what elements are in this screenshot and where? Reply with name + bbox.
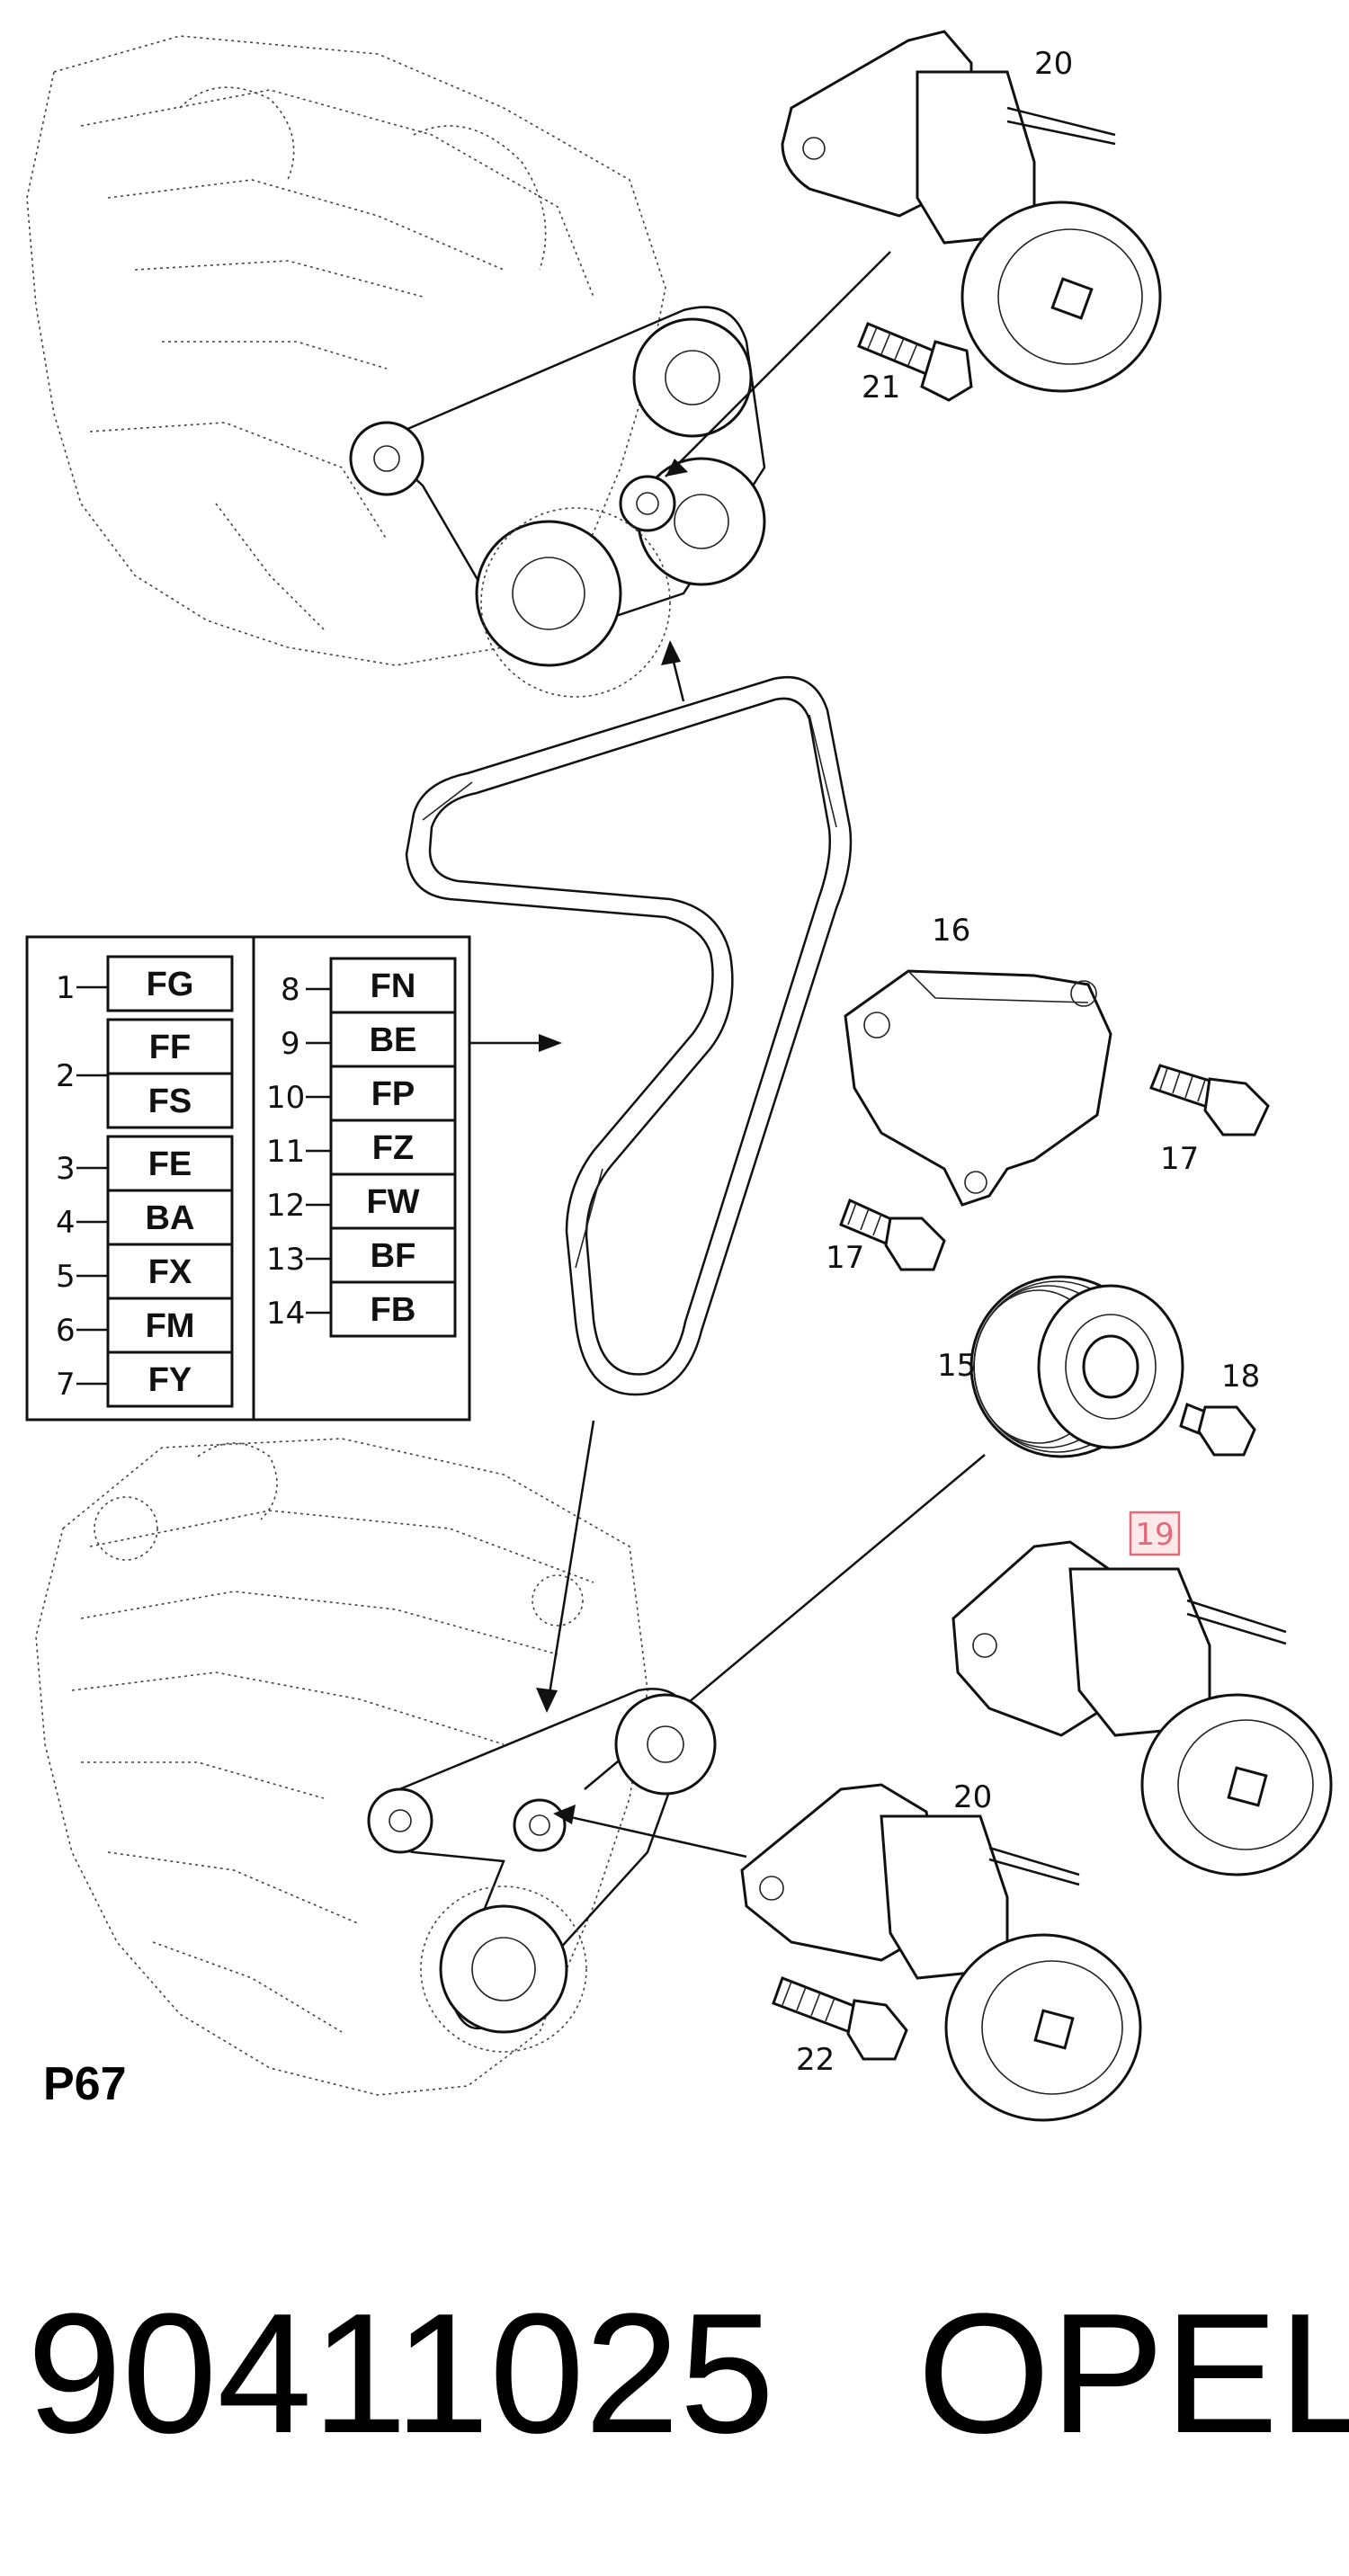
legend-cell-1 <box>106 955 234 1012</box>
pulley-bolt <box>1179 1402 1256 1457</box>
brand-name: OPEL <box>917 2278 1349 2469</box>
legend-cell-8 <box>329 957 457 1014</box>
bottom-leader-line <box>566 1814 747 1858</box>
legend-code-FN: FN <box>371 967 416 1005</box>
top-bolt <box>857 322 973 402</box>
legend-to-belt-arrowhead <box>539 1034 562 1052</box>
legend-num-3: 3 <box>56 1151 76 1187</box>
serpentine-belt <box>405 675 853 1396</box>
callout-bottom-bolt: 22 <box>796 2042 835 2078</box>
legend-cell-4 <box>106 1189 234 1246</box>
top-leader-arrowhead <box>666 459 688 477</box>
legend-cell-7 <box>106 1350 234 1408</box>
legend-cell-3 <box>106 1135 234 1192</box>
legend-cell-11 <box>329 1119 457 1176</box>
legend-cell-10 <box>329 1065 457 1122</box>
bottom-tensioner <box>740 1783 1142 2122</box>
callout-bracket-bolt-right: 17 <box>1160 1141 1199 1177</box>
legend-code-BE: BE <box>370 1021 417 1059</box>
legend-num-11: 11 <box>266 1134 305 1170</box>
top-engine-illustration <box>26 35 766 698</box>
belt-down-arrowhead <box>536 1688 558 1713</box>
legend-right-column: 8 FN 9 BE 10 FP 11 FZ 12 FW 13 BF 14 <box>266 957 457 1338</box>
legend-num-7: 7 <box>56 1367 76 1403</box>
callout-highlighted-tensioner: 19 <box>1135 1517 1174 1553</box>
callout-top-tensioner: 20 <box>1034 46 1073 82</box>
legend-num-1: 1 <box>56 970 76 1006</box>
legend-num-13: 13 <box>266 1242 305 1278</box>
callout-pulley: 15 <box>937 1348 976 1384</box>
callout-bracket-bolt-left: 17 <box>826 1240 864 1276</box>
legend-cell-14 <box>329 1280 457 1338</box>
legend-code-FP: FP <box>371 1075 415 1113</box>
belt-up-arrowhead <box>661 640 681 665</box>
legend-code-FY: FY <box>148 1361 192 1399</box>
callout-bracket: 16 <box>932 913 970 949</box>
legend-num-9: 9 <box>281 1026 300 1062</box>
legend-num-4: 4 <box>56 1205 76 1241</box>
variant-legend-table: 1 FG 2 FF FS 3 FE 4 BA 5 FX 6 <box>25 935 471 1422</box>
callout-top-bolt: 21 <box>862 370 900 406</box>
legend-num-2: 2 <box>56 1058 76 1094</box>
legend-num-14: 14 <box>266 1296 305 1332</box>
belt-down-arrow <box>547 1420 595 1700</box>
top-tensioner <box>781 30 1162 393</box>
legend-code-FX: FX <box>148 1253 192 1291</box>
legend-num-12: 12 <box>266 1188 305 1224</box>
top-leader-line <box>665 251 891 477</box>
idler-pulley <box>969 1275 1184 1458</box>
callout-bottom-tensioner: 20 <box>953 1779 992 1815</box>
legend-cell-2a <box>106 1018 234 1075</box>
legend-left-column: 1 FG 2 FF FS 3 FE 4 BA 5 FX 6 <box>56 955 234 1408</box>
bottom-leader-arrowhead <box>553 1805 576 1824</box>
legend-cell-2b <box>106 1072 234 1129</box>
legend-code-FG: FG <box>147 966 194 1003</box>
legend-num-5: 5 <box>56 1259 76 1295</box>
page-label: P67 <box>43 2058 127 2110</box>
legend-num-6: 6 <box>56 1313 76 1349</box>
legend-code-FB: FB <box>371 1291 416 1329</box>
callout-highlight-box <box>1129 1511 1181 1556</box>
part-number: 90411025 <box>27 2278 774 2469</box>
legend-code-FM: FM <box>146 1307 195 1345</box>
callout-pulley-bolt: 18 <box>1221 1359 1260 1395</box>
legend-code-FE: FE <box>148 1145 192 1183</box>
legend-code-FZ: FZ <box>372 1129 414 1167</box>
tensioner-bracket <box>844 969 1112 1207</box>
bottom-engine-illustration <box>35 1438 717 2096</box>
legend-code-BF: BF <box>371 1237 416 1275</box>
legend-cell-9 <box>329 1011 457 1068</box>
legend-code-FF: FF <box>149 1029 191 1066</box>
bracket-bolt-right <box>1149 1064 1270 1136</box>
legend-num-8: 8 <box>281 972 300 1008</box>
legend-code-FW: FW <box>366 1183 419 1221</box>
legend-num-10: 10 <box>266 1080 305 1116</box>
bracket-bolt-left <box>839 1198 946 1271</box>
highlighted-tensioner <box>951 1540 1333 1876</box>
legend-code-FS: FS <box>148 1083 192 1120</box>
legend-code-BA: BA <box>146 1199 195 1237</box>
bottom-bolt <box>772 1976 908 2061</box>
